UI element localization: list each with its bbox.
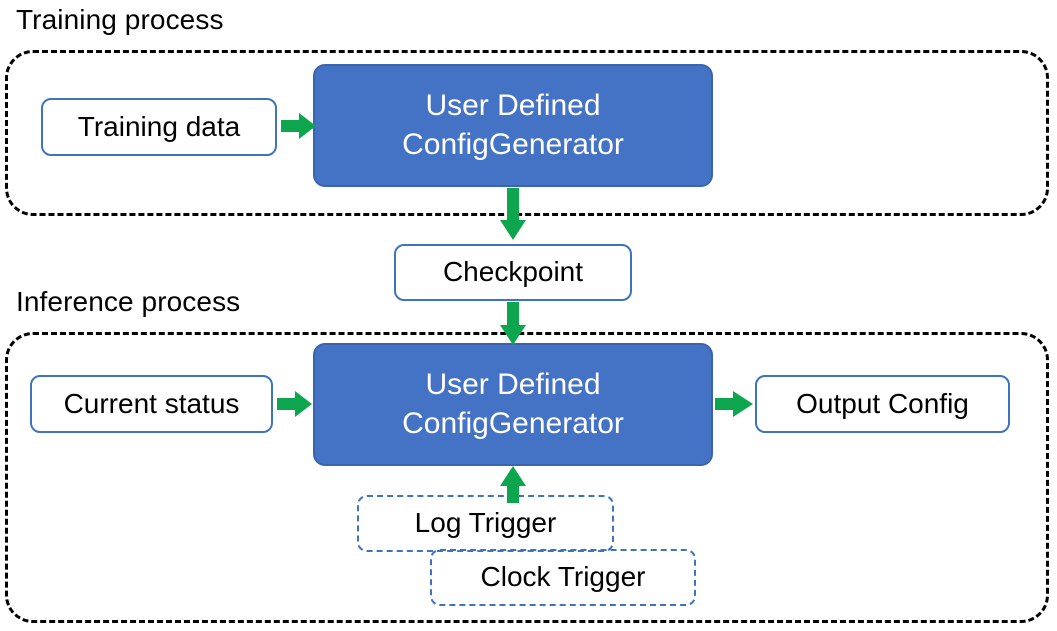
- inference-process-caption: Inference process: [16, 286, 241, 317]
- clock-trigger-box[interactable]: Clock Trigger: [430, 549, 696, 606]
- checkpoint-label: Checkpoint: [442, 256, 584, 288]
- inference-config-generator-label-line1: User Defined: [425, 368, 601, 402]
- clock-trigger-label: Clock Trigger: [480, 561, 646, 593]
- output-config-box[interactable]: Output Config: [755, 375, 1010, 433]
- training-data-box[interactable]: Training data: [41, 98, 277, 156]
- training-process-caption: Training process: [16, 4, 224, 35]
- output-config-label: Output Config: [796, 387, 969, 419]
- training-process-container: [5, 50, 1049, 216]
- training-config-generator-label-line2: ConfigGenerator: [402, 127, 624, 161]
- current-status-box[interactable]: Current status: [30, 375, 273, 433]
- log-trigger-label: Log Trigger: [414, 507, 557, 539]
- training-config-generator-label-line1: User Defined: [425, 89, 601, 123]
- inference-process-container: [5, 332, 1049, 623]
- training-data-label: Training data: [77, 110, 241, 142]
- training-config-generator-box[interactable]: User Defined ConfigGenerator: [313, 64, 713, 187]
- inference-config-generator-label-line2: ConfigGenerator: [402, 406, 624, 440]
- inference-config-generator-box[interactable]: User Defined ConfigGenerator: [313, 343, 713, 466]
- checkpoint-box[interactable]: Checkpoint: [394, 244, 632, 301]
- current-status-label: Current status: [63, 387, 240, 419]
- log-trigger-box[interactable]: Log Trigger: [357, 495, 614, 552]
